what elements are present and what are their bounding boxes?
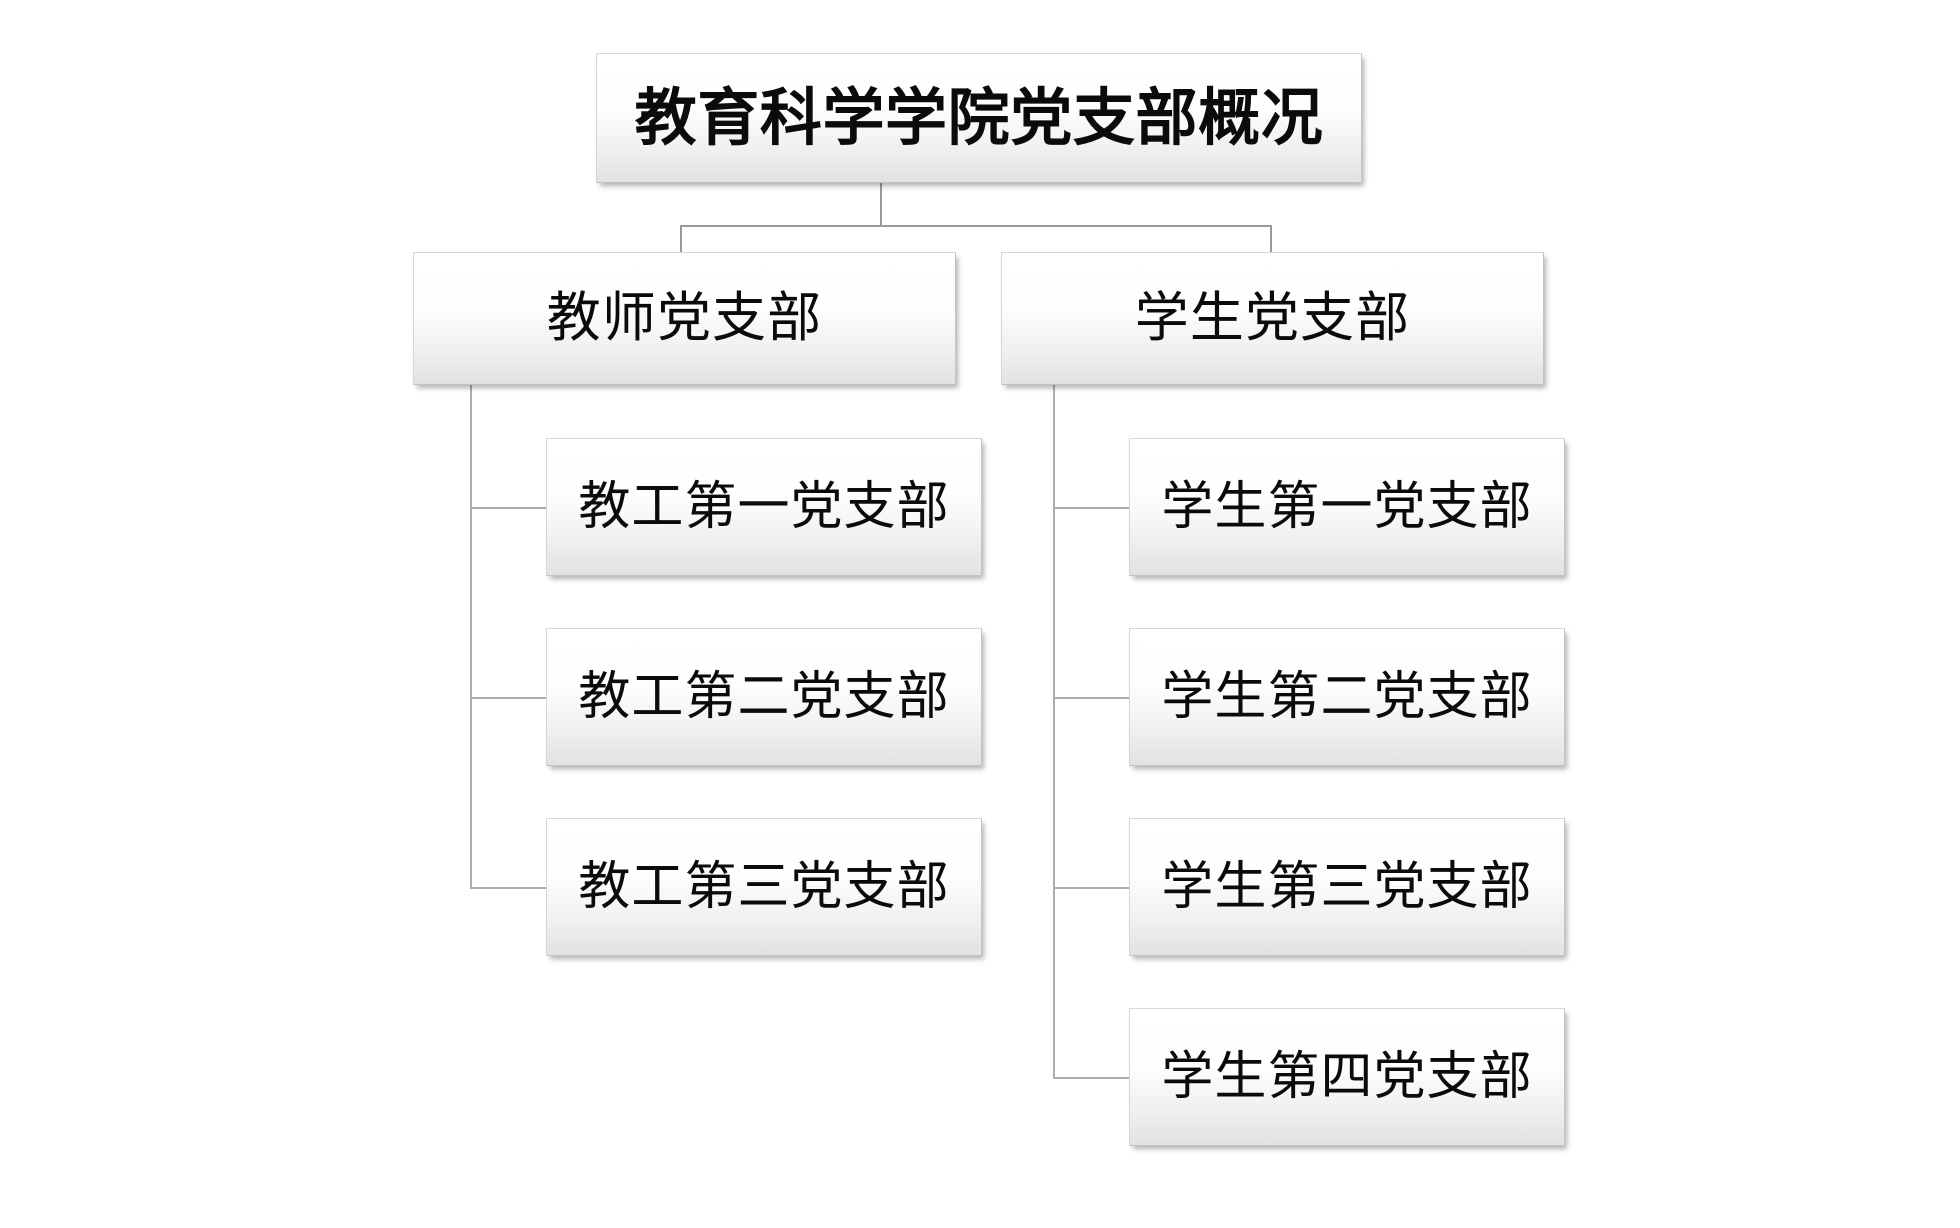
node-branch-teacher[interactable]: 教师党支部: [413, 252, 956, 385]
connector-stub-teacher-2: [470, 697, 546, 699]
node-leaf-student-4[interactable]: 学生第四党支部: [1129, 1008, 1565, 1146]
connector-stub-teacher-3: [470, 887, 546, 889]
node-root-label: 教育科学学院党支部概况: [634, 81, 1324, 155]
node-leaf-teacher-3-label: 教工第三党支部: [578, 856, 950, 917]
node-leaf-student-1-label: 学生第一党支部: [1161, 476, 1533, 537]
connector-root-stem: [880, 182, 882, 226]
connector-spine-teacher: [470, 385, 472, 887]
node-leaf-student-4-label: 学生第四党支部: [1161, 1046, 1533, 1107]
connector-drop-teacher: [680, 225, 682, 252]
node-leaf-teacher-1[interactable]: 教工第一党支部: [546, 438, 982, 576]
node-branch-student[interactable]: 学生党支部: [1001, 252, 1544, 385]
node-leaf-student-2[interactable]: 学生第二党支部: [1129, 628, 1565, 766]
connector-drop-student: [1270, 225, 1272, 252]
connector-stub-student-1: [1053, 507, 1129, 509]
connector-stub-student-2: [1053, 697, 1129, 699]
node-leaf-student-1[interactable]: 学生第一党支部: [1129, 438, 1565, 576]
node-leaf-student-3[interactable]: 学生第三党支部: [1129, 818, 1565, 956]
node-branch-student-label: 学生党支部: [1134, 286, 1411, 350]
node-branch-teacher-label: 教师党支部: [546, 286, 823, 350]
connector-stub-student-4: [1053, 1077, 1129, 1079]
connector-root-bar: [680, 225, 1272, 227]
node-leaf-teacher-2-label: 教工第二党支部: [578, 666, 950, 727]
node-leaf-student-2-label: 学生第二党支部: [1161, 666, 1533, 727]
node-leaf-student-3-label: 学生第三党支部: [1161, 856, 1533, 917]
connector-spine-student: [1053, 385, 1055, 1077]
node-root[interactable]: 教育科学学院党支部概况: [596, 53, 1362, 183]
node-leaf-teacher-3[interactable]: 教工第三党支部: [546, 818, 982, 956]
node-leaf-teacher-1-label: 教工第一党支部: [578, 476, 950, 537]
node-leaf-teacher-2[interactable]: 教工第二党支部: [546, 628, 982, 766]
connector-stub-teacher-1: [470, 507, 546, 509]
connector-stub-student-3: [1053, 887, 1129, 889]
